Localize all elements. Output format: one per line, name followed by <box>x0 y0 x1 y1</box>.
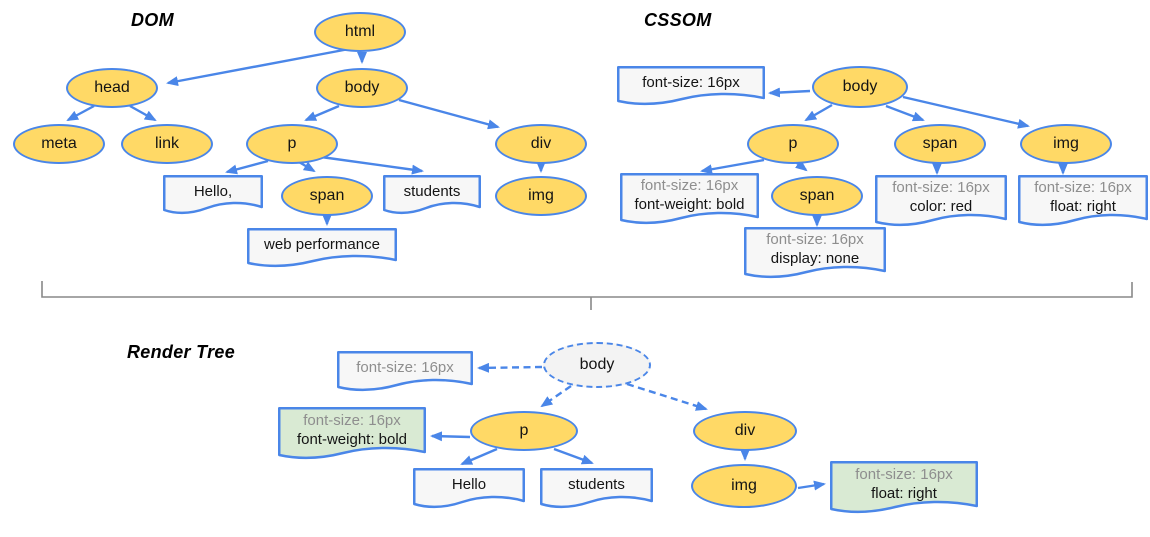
render-node-body: body <box>543 342 651 388</box>
cssom-note-span: font-size: 16px color: red <box>875 175 1007 227</box>
cssom-node-p: p <box>747 124 839 164</box>
render-note-p: font-size: 16px font-weight: bold <box>278 407 426 460</box>
edge-render-body-div <box>626 382 708 411</box>
cssom-node-span-child: span <box>771 176 863 216</box>
edge-dom-body-p <box>304 104 340 122</box>
style-rule-inherited: font-size: 16px <box>640 177 739 194</box>
edge-cssom-body-span <box>885 104 925 122</box>
note-shape <box>163 175 263 214</box>
cssom-note-p: font-size: 16px font-weight: bold <box>620 173 759 225</box>
note-shape <box>413 468 525 508</box>
edge-dom-head-link <box>129 104 157 122</box>
render-node-p: p <box>470 411 578 451</box>
render-note-body: font-size: 16px <box>337 351 473 392</box>
cssom-note-img: font-size: 16px float: right <box>1018 175 1148 227</box>
style-rule-inherited: font-size: 16px <box>892 179 990 196</box>
edge-render-p-note <box>430 431 471 442</box>
dom-node-head: head <box>66 68 158 108</box>
note-shape <box>1018 175 1148 226</box>
edge-render-body-note <box>477 362 543 373</box>
render-textnode-hello: Hello <box>413 468 525 509</box>
edge-render-body-p <box>540 385 572 408</box>
style-rule: float: right <box>871 484 937 502</box>
note-shape <box>337 351 473 391</box>
note-shape <box>617 66 765 106</box>
separator-line <box>41 281 1133 298</box>
text-label: students <box>403 182 461 200</box>
cssom-note-body: font-size: 16px <box>617 66 765 106</box>
note-shape <box>383 175 481 214</box>
edge-cssom-body-note <box>768 87 811 98</box>
style-rule: color: red <box>909 198 973 215</box>
dom-node-img: img <box>495 176 587 216</box>
text-label: Hello <box>451 476 487 493</box>
style-rule: font-weight: bold <box>634 196 745 213</box>
edge-dom-head-meta <box>66 104 95 122</box>
note-shape <box>278 407 426 460</box>
note-shape <box>620 173 759 224</box>
style-rule: font-size: 16px <box>642 73 740 91</box>
render-node-div: div <box>693 411 797 451</box>
cssom-node-span: span <box>894 124 986 164</box>
edge-dom-p-students <box>320 155 424 175</box>
dom-node-p: p <box>246 124 338 164</box>
dom-node-meta: meta <box>13 124 105 164</box>
text-label: students <box>568 476 625 493</box>
edge-render-p-hello <box>460 447 498 466</box>
text-label: web performance <box>264 235 380 253</box>
dom-textnode-hello: Hello, <box>163 175 263 215</box>
dom-textnode-students: students <box>383 175 481 215</box>
style-rule-inherited: font-size: 16px <box>1034 179 1132 196</box>
render-textnode-students: students <box>540 468 653 509</box>
dom-node-span: span <box>281 176 373 216</box>
style-rule-inherited: font-size: 16px <box>855 465 953 483</box>
edge-cssom-body-p <box>804 103 833 122</box>
style-rule-inherited: font-size: 16px <box>766 231 864 248</box>
edge-dom-html-head <box>166 47 350 87</box>
style-rule: font-weight: bold <box>296 430 408 448</box>
edge-render-p-students <box>553 447 594 465</box>
style-rule: float: right <box>1050 198 1116 215</box>
render-section-title: Render Tree <box>127 342 236 362</box>
cssom-node-body: body <box>812 66 908 108</box>
cssom-note-span-child: font-size: 16px display: none <box>744 227 886 279</box>
cssom-section-title: CSSOM <box>644 10 712 30</box>
dom-node-html: html <box>314 12 406 52</box>
style-rule-inherited: font-size: 16px <box>303 411 401 429</box>
dom-textnode-webperformance: web performance <box>247 228 397 268</box>
note-shape <box>875 175 1007 226</box>
edge-dom-p-hello <box>225 159 269 175</box>
dom-node-body: body <box>316 68 408 108</box>
edge-cssom-p-note <box>700 158 765 175</box>
edge-cssom-p-span <box>795 159 808 172</box>
dom-node-link: link <box>121 124 213 164</box>
render-note-img: font-size: 16px float: right <box>830 461 978 514</box>
note-shape <box>247 228 397 268</box>
render-node-img: img <box>691 464 797 508</box>
note-shape <box>744 227 886 278</box>
style-rule: display: none <box>770 250 860 267</box>
cssom-node-img: img <box>1020 124 1112 164</box>
edge-render-img-note <box>797 480 826 491</box>
edge-dom-body-div <box>398 98 500 130</box>
dom-section-title: DOM <box>131 10 174 30</box>
note-shape <box>540 468 653 508</box>
text-label: Hello, <box>193 182 233 200</box>
note-shape <box>830 461 978 514</box>
style-rule-inherited: font-size: 16px <box>356 359 454 376</box>
edge-cssom-body-img <box>902 95 1030 129</box>
dom-node-div: div <box>495 124 587 164</box>
